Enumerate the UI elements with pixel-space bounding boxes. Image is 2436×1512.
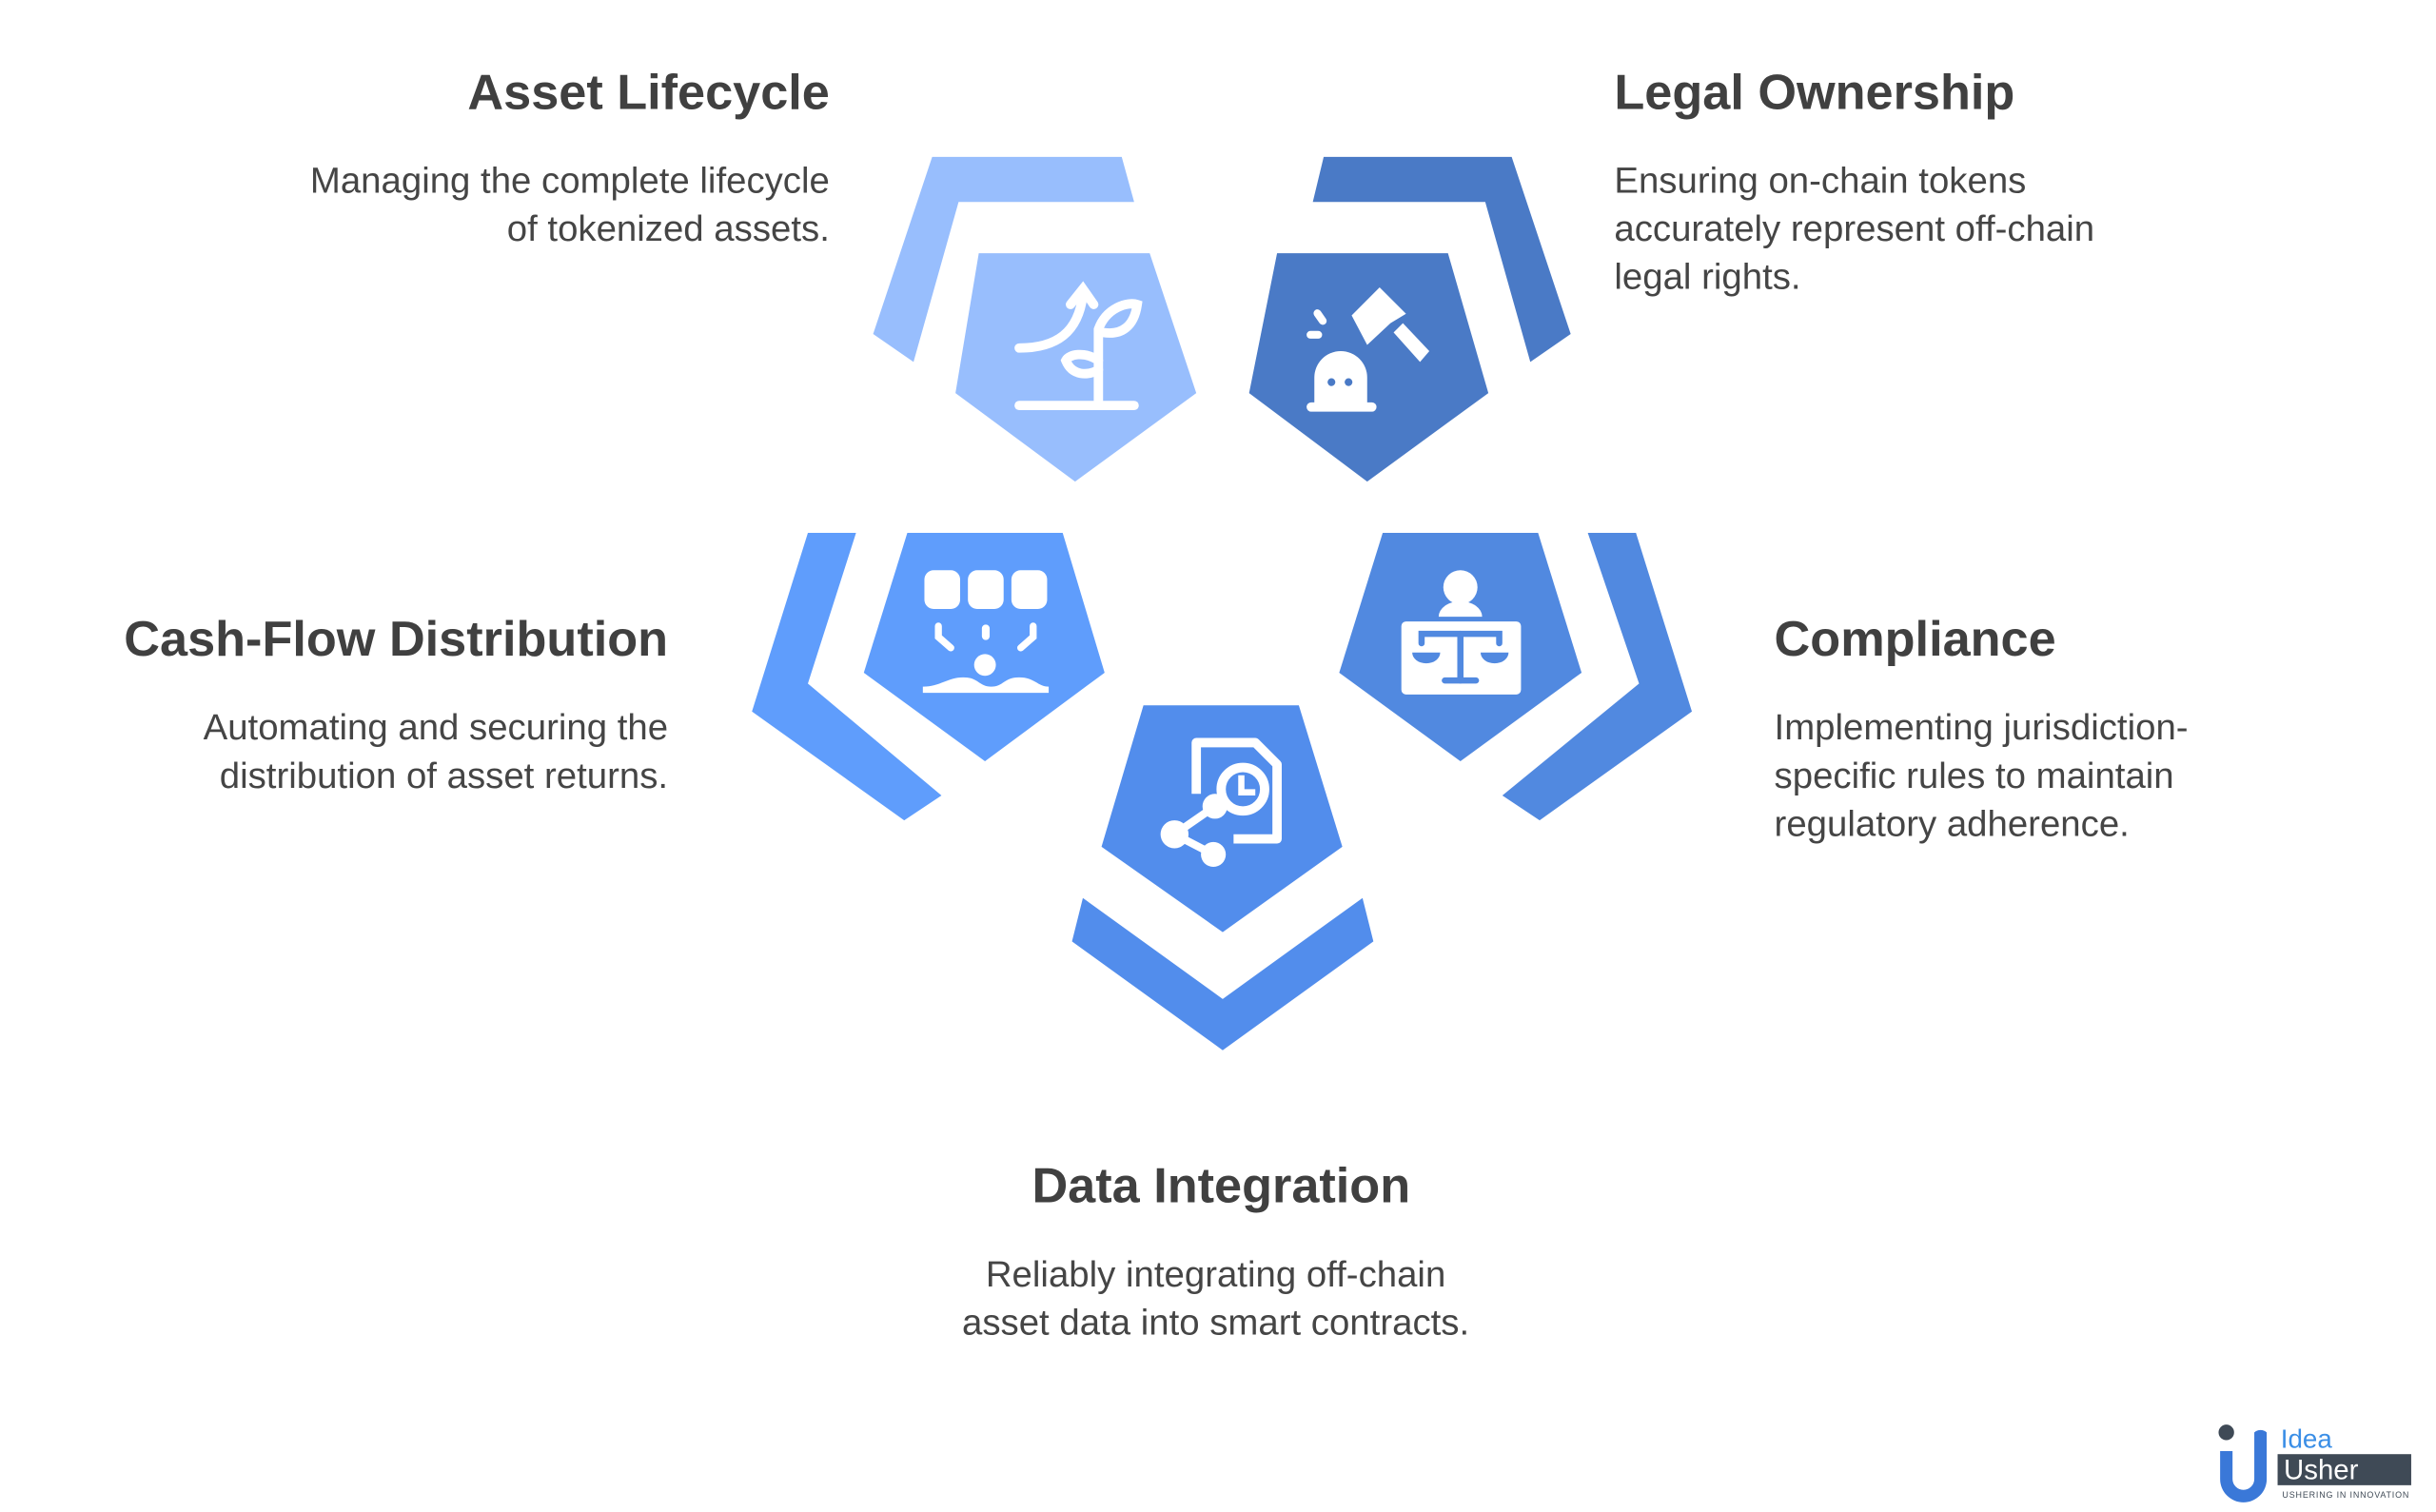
asset-lifecycle-description: Managing the complete lifecycle of token… bbox=[309, 160, 830, 249]
segment-data-integration bbox=[1071, 705, 1374, 1051]
cash-flow-distribution-title: Cash-Flow Distribution bbox=[124, 610, 669, 667]
logo-line2: Usher bbox=[2284, 1454, 2359, 1485]
idea-usher-logo: Idea Usher USHERING IN INNOVATION bbox=[2215, 1417, 2417, 1503]
gavel-icon bbox=[1306, 287, 1430, 412]
document-share-icon bbox=[1160, 737, 1282, 868]
segment-legal-ownership bbox=[1248, 156, 1571, 482]
asset-lifecycle-title: Asset Lifecycle bbox=[467, 63, 830, 120]
database-distribution-icon bbox=[922, 570, 1050, 694]
legal-ownership-description: Ensuring on-chain tokens accurately repr… bbox=[1614, 160, 2095, 297]
inner-pentagon bbox=[863, 533, 1105, 762]
outer-band bbox=[1071, 897, 1374, 1051]
outer-band bbox=[873, 156, 1134, 363]
inner-pentagon bbox=[1101, 705, 1343, 933]
branch-lines bbox=[934, 622, 1037, 652]
data-integration-description: Reliably integrating off-chain asset dat… bbox=[961, 1253, 1470, 1343]
inner-pentagon bbox=[1248, 253, 1489, 482]
judge-scales-icon bbox=[1401, 570, 1522, 695]
outer-band bbox=[1502, 533, 1693, 821]
compliance-description: Implementing jurisdiction-specific rules… bbox=[1774, 706, 2189, 844]
cash-flow-distribution-description: Automating and securing the distribution… bbox=[203, 706, 669, 795]
plant-growth-icon bbox=[1014, 281, 1143, 411]
legal-ownership-title: Legal Ownership bbox=[1614, 63, 2015, 120]
logo-tagline: USHERING IN INNOVATION bbox=[2282, 1490, 2409, 1500]
segment-asset-lifecycle bbox=[873, 156, 1197, 482]
data-integration-title: Data Integration bbox=[1031, 1157, 1411, 1214]
outer-band bbox=[752, 533, 942, 821]
logo-mark-icon: Idea Usher USHERING IN INNOVATION bbox=[2218, 1424, 2411, 1502]
compliance-title: Compliance bbox=[1774, 610, 2056, 667]
outer-band bbox=[1312, 156, 1571, 363]
logo-line1: Idea bbox=[2281, 1424, 2333, 1454]
